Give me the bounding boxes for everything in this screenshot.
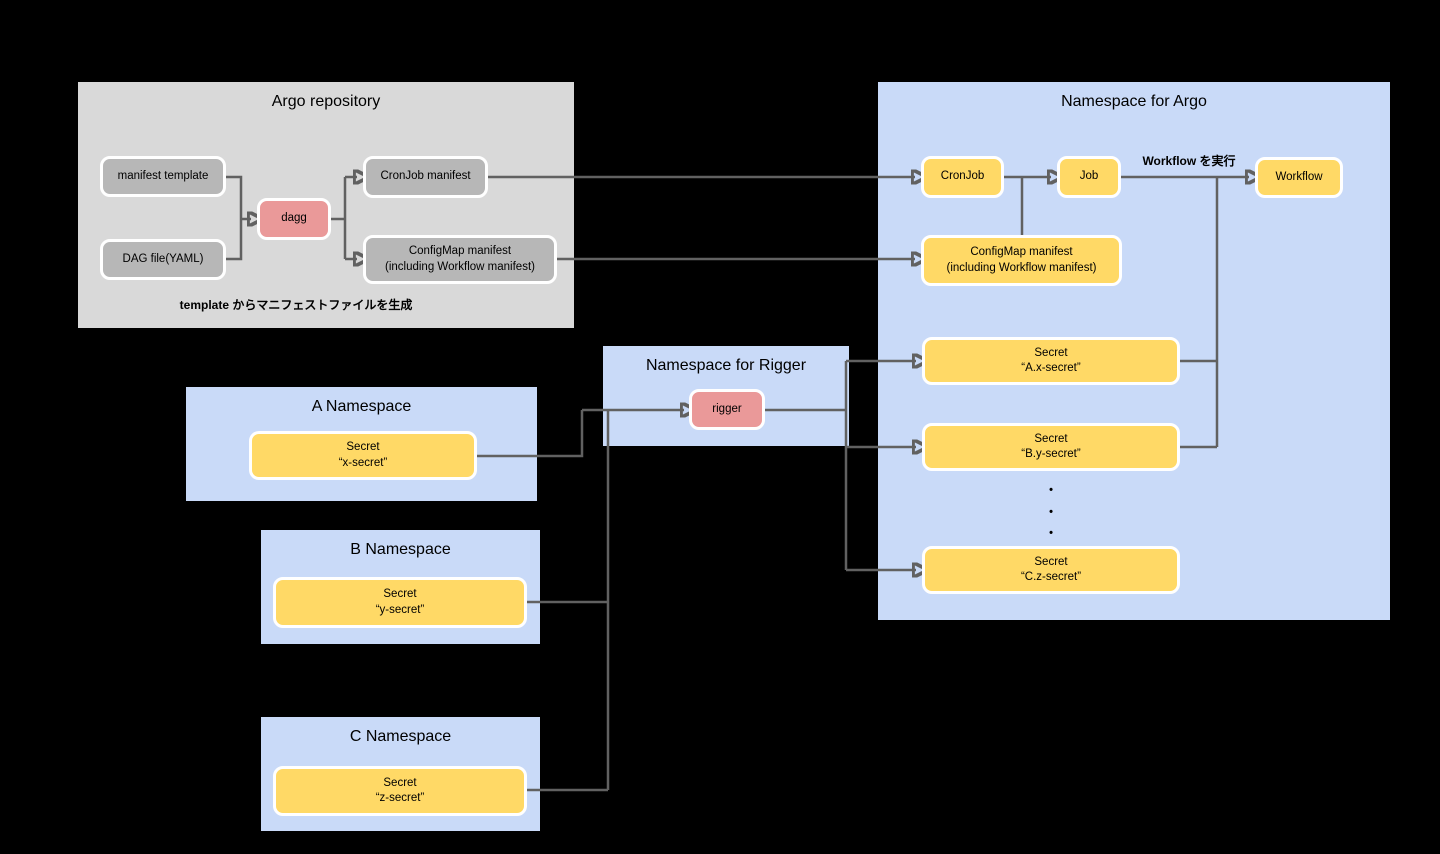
template-generation-caption: template からマニフェストファイルを生成 [179, 298, 413, 312]
node-manifest-template: manifest template [100, 156, 226, 197]
node-configmap-manifest-repo-line1: ConfigMap manifest [408, 245, 512, 258]
node-secret-x-line2: “x-secret” [338, 456, 388, 469]
namespace-for-rigger-title: Namespace for Rigger [645, 357, 807, 374]
node-job-label: Job [1079, 170, 1099, 183]
line-x-secret-to-rigger [476, 410, 584, 458]
node-dagg-label: dagg [281, 212, 307, 225]
node-secret-cz-line2: “C.z-secret” [1020, 571, 1082, 583]
node-rigger-label: rigger [712, 402, 742, 415]
node-configmap-manifest-repo: ConfigMap manifest (including Workflow m… [363, 235, 557, 284]
node-secret-by-line2: “B.y-secret” [1021, 448, 1081, 460]
node-secret-x: Secret “x-secret” [249, 431, 477, 480]
node-secret-z-line1: Secret [383, 776, 417, 789]
node-secret-ax-line2: “A.x-secret” [1021, 362, 1081, 374]
node-secret-ax-line1: Secret [1034, 346, 1068, 359]
node-dag-file-label: DAG file(YAML) [122, 252, 204, 265]
node-secret-y-line1: Secret [383, 588, 417, 601]
ellipsis-dot: • [1049, 506, 1053, 518]
node-secret-z: Secret “z-secret” [273, 766, 527, 816]
ellipsis-dot: • [1049, 527, 1053, 539]
node-cronjob-manifest: CronJob manifest [363, 156, 488, 198]
ellipsis-dot: • [1049, 484, 1053, 496]
node-secret-by-line1: Secret [1034, 432, 1068, 445]
node-configmap-manifest-repo-line2: (including Workflow manifest) [385, 260, 535, 273]
node-secret-z-line2: “z-secret” [375, 792, 425, 804]
node-workflow-label: Workflow [1275, 170, 1323, 183]
node-cronjob-manifest-label: CronJob manifest [380, 170, 471, 183]
a-namespace-title: A Namespace [311, 398, 412, 415]
node-secret-y-line2: “y-secret” [375, 603, 425, 616]
node-cronjob: CronJob [921, 156, 1004, 198]
node-configmap-manifest-argo-line2: (including Workflow manifest) [946, 261, 1097, 274]
node-secret-by: Secret “B.y-secret” [922, 423, 1180, 471]
node-dag-file: DAG file(YAML) [100, 239, 226, 280]
node-configmap-manifest-argo-line1: ConfigMap manifest [970, 246, 1073, 259]
node-secret-cz-line1: Secret [1034, 555, 1068, 568]
node-cronjob-label: CronJob [940, 170, 985, 183]
b-namespace-title: B Namespace [350, 541, 451, 558]
node-rigger: rigger [689, 389, 765, 430]
node-job: Job [1057, 156, 1121, 198]
argo-repository-title: Argo repository [271, 93, 381, 110]
node-secret-cz: Secret “C.z-secret” [922, 546, 1180, 594]
node-workflow: Workflow [1255, 157, 1343, 198]
c-namespace-title: C Namespace [349, 728, 452, 745]
namespace-for-argo-title: Namespace for Argo [1061, 93, 1207, 110]
line-inputs-to-junction [226, 175, 243, 261]
workflow-exec-caption: Workflow を実行 [1142, 154, 1236, 168]
node-secret-ax: Secret “A.x-secret” [922, 337, 1180, 385]
node-configmap-manifest-argo: ConfigMap manifest (including Workflow m… [921, 235, 1122, 286]
node-secret-x-line1: Secret [346, 441, 380, 454]
node-manifest-template-label: manifest template [117, 169, 209, 182]
node-secret-y: Secret “y-secret” [273, 577, 527, 628]
node-dagg: dagg [257, 198, 331, 240]
